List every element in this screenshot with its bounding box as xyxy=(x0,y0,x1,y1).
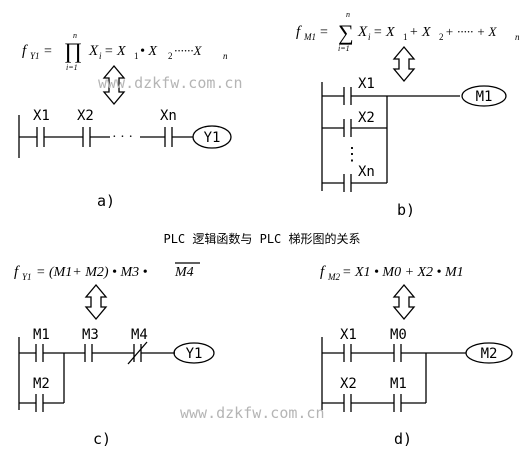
contact-label: M1 xyxy=(390,376,407,392)
caption-d: d) xyxy=(394,430,412,448)
formula-a-lhs-sub: Y1 xyxy=(30,51,40,61)
formula-d-rhs: = X1 • M0 + X2 • M1 xyxy=(342,265,464,280)
formula-c: f Y1 = (M1+ M2) • M3 • M4 xyxy=(14,264,194,282)
coil-label: Y1 xyxy=(204,130,221,146)
contact-label: X1 xyxy=(358,76,375,92)
double-arrow-icon xyxy=(84,283,108,321)
formula-a-rhs-sub2: 2 xyxy=(168,51,173,61)
contact-label: M1 xyxy=(33,327,50,343)
caption-c: c) xyxy=(93,430,111,448)
formula-a-dot: • X xyxy=(140,44,157,59)
double-arrow-icon xyxy=(102,64,126,106)
formula-b-plus: + X xyxy=(409,25,431,40)
formula-b-lhs: f xyxy=(296,24,302,40)
coil-m1-b xyxy=(461,85,507,107)
formula-a-term-sub: i xyxy=(99,51,102,61)
formula-a-idx-top: n xyxy=(73,31,77,40)
formula-a-rhs-sub3: n xyxy=(223,51,228,61)
formula-b-eq: = xyxy=(320,25,328,40)
formula-b-idx-bot: i=1 xyxy=(338,44,350,53)
contact-label: X2 xyxy=(340,376,357,392)
formula-c-bar: M4 xyxy=(174,265,194,280)
figure-title: PLC 逻辑函数与 PLC 梯形图的关系 xyxy=(163,231,360,246)
caption-a: a) xyxy=(97,192,115,210)
caption-b: b) xyxy=(397,201,415,219)
panel-a: f Y1 = n ∏ i=1 X i = X 1 • X 2 ······X n xyxy=(18,31,232,210)
formula-a: f Y1 = n ∏ i=1 X i = X 1 • X 2 ······X n xyxy=(22,31,228,72)
contact-label: X1 xyxy=(340,327,357,343)
coil-y1-c xyxy=(173,342,215,364)
contact-label: M4 xyxy=(131,327,148,343)
coil-label: M1 xyxy=(476,89,493,105)
formula-c-lhs: f xyxy=(14,264,20,280)
formula-b-idx-top: n xyxy=(346,10,350,19)
product-symbol-icon: ∏ xyxy=(64,38,82,63)
contact-label: M3 xyxy=(82,327,99,343)
double-arrow-icon xyxy=(392,283,416,321)
formula-b-term-sub: i xyxy=(368,32,371,42)
series-dots: · · · xyxy=(112,130,133,145)
formula-d: f M2 = X1 • M0 + X2 • M1 xyxy=(320,264,464,282)
panel-b: f M1 = n ∑ i=1 X i = X 1 + X 2 + ····· +… xyxy=(296,10,520,219)
formula-c-rhs: = (M1+ M2) • M3 • xyxy=(36,265,148,280)
formula-b-rhs-sub2: 2 xyxy=(439,32,444,42)
contact-label: M0 xyxy=(390,327,407,343)
formula-a-rhs-sub1: 1 xyxy=(134,51,139,61)
coil-label: M2 xyxy=(481,346,498,362)
sum-symbol-icon: ∑ xyxy=(338,20,354,45)
formula-a-term: X xyxy=(88,43,99,59)
coil-m2-d xyxy=(465,342,513,364)
formula-b-rhs: = X xyxy=(373,25,395,40)
contact-label: X2 xyxy=(77,108,94,124)
formula-d-lhs-sub: M2 xyxy=(327,272,340,282)
formula-a-idx-bot: i=1 xyxy=(66,63,78,72)
coil-label: Y1 xyxy=(186,346,203,362)
coil-y1-a xyxy=(192,125,232,149)
formula-d-lhs: f xyxy=(320,264,326,280)
contact-label: M2 xyxy=(33,376,50,392)
double-arrow-icon xyxy=(392,45,416,83)
formula-b-lhs-sub: M1 xyxy=(303,32,316,42)
watermark-top: www.dzkfw.com.cn xyxy=(98,74,243,92)
vertical-dots: ⋮ xyxy=(343,144,361,164)
contact-label: X2 xyxy=(358,110,375,126)
formula-b: f M1 = n ∑ i=1 X i = X 1 + X 2 + ····· +… xyxy=(296,10,520,53)
formula-a-eq: = xyxy=(44,44,52,59)
contact-label: Xn xyxy=(358,164,375,180)
formula-b-dots: + ····· + X xyxy=(445,24,498,39)
formula-b-term: X xyxy=(357,24,368,40)
contact-label: Xn xyxy=(160,108,177,124)
formula-b-rhs-sub1: 1 xyxy=(403,32,408,42)
panel-d: f M2 = X1 • M0 + X2 • M1 X1 M0 X2 xyxy=(320,264,513,448)
formula-a-rhs: = X xyxy=(104,44,126,59)
panel-c: f Y1 = (M1+ M2) • M3 • M4 M1 xyxy=(14,262,215,448)
formula-a-lhs: f xyxy=(22,43,28,59)
contact-label: X1 xyxy=(33,108,50,124)
formula-b-rhs-sub3: n xyxy=(515,32,520,42)
formula-a-dots: ······X xyxy=(174,43,203,58)
watermark-bottom: www.dzkfw.com.cn xyxy=(180,404,325,422)
formula-c-lhs-sub: Y1 xyxy=(22,272,32,282)
